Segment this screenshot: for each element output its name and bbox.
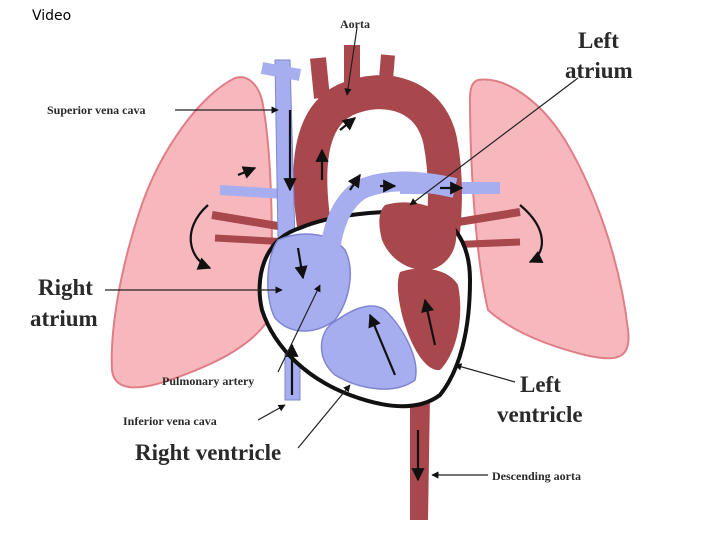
pulmonary-artery-label: Pulmonary artery [162,374,254,388]
superior-vena-cava-label: Superior vena cava [47,103,145,117]
right-atrium-label-line1: Right [38,275,93,300]
descending-aorta-label: Descending aorta [492,469,581,483]
aorta-label: Aorta [340,17,370,31]
right-ventricle-label: Right ventricle [135,440,281,465]
inferior-vena-cava-label: Inferior vena cava [123,414,217,428]
descending-aorta-vessel [410,395,430,520]
left-ventricle-label-line1: Left [520,372,561,397]
left-atrium-label-line2: atrium [565,58,633,83]
left-ventricle-label-line2: ventricle [497,402,583,427]
left-atrium-label-line1: Left [578,28,619,53]
right-atrium-label-line2: atrium [30,306,98,331]
